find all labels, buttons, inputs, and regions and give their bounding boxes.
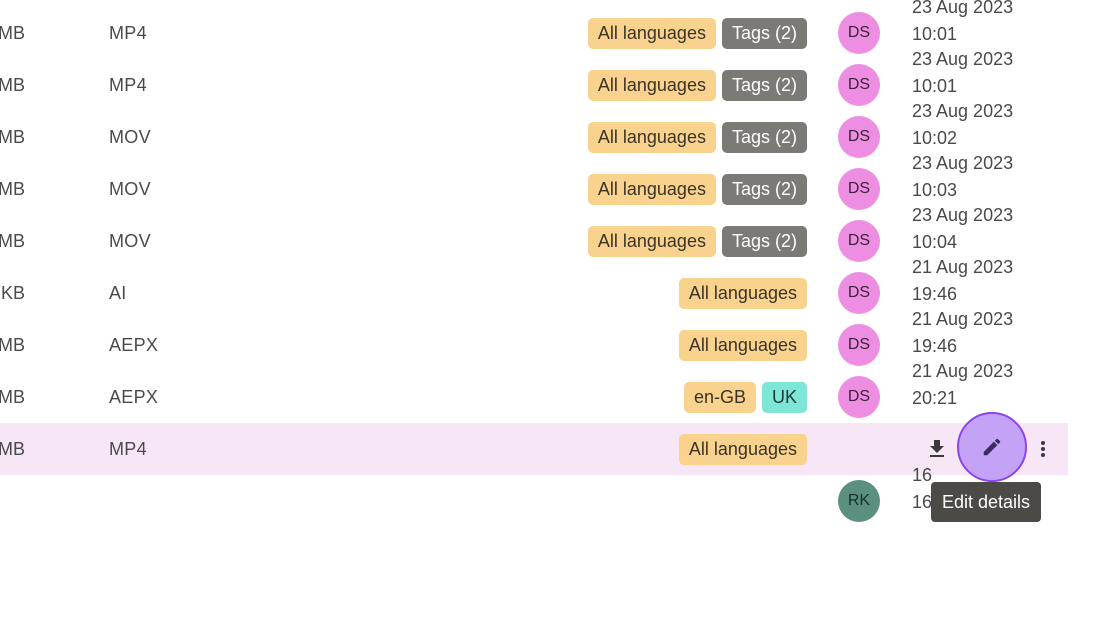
table-row[interactable]: 29.1 MB MP4 All languages Tags (2) DS 23… [0, 0, 1068, 59]
tag-group: All languages [678, 277, 807, 309]
date-line: 23 Aug 2023 [912, 0, 1014, 17]
avatar: DS [838, 272, 880, 314]
table-row-hovered[interactable]: 28.7 MB MP4 All languages [0, 412, 1068, 482]
edit-details-button[interactable] [957, 412, 1027, 482]
time-line: 10:01 [912, 24, 958, 44]
avatar: DS [838, 168, 880, 210]
table-row[interactable]: RK 16 16 [0, 465, 1068, 527]
table-row[interactable]: 203 KB AI All languages DS 21 Aug 2023 1… [0, 257, 1068, 319]
date-line: 23 Aug 2023 [912, 101, 1014, 121]
avatar: RK [838, 480, 880, 522]
time-line: 10:03 [912, 180, 958, 200]
tag-group: All languages Tags (2) [587, 17, 807, 49]
table-row[interactable]: 11.5 MB AEPX All languages DS 21 Aug 202… [0, 309, 1068, 371]
date-modified: 23 Aug 2023 10:01 [912, 46, 1013, 100]
file-size: 47.2 MB [0, 127, 25, 147]
region-tag[interactable]: UK [761, 381, 807, 413]
file-type: MP4 [109, 439, 147, 459]
language-tag[interactable]: All languages [587, 17, 716, 49]
date-modified: 23 Aug 2023 10:03 [912, 150, 1013, 204]
language-tag[interactable]: en-GB [683, 381, 756, 413]
time-line: 19:46 [912, 336, 958, 356]
language-tag[interactable]: All languages [587, 225, 716, 257]
date-modified: 16 16 [912, 462, 932, 516]
date-modified: 21 Aug 2023 19:46 [912, 306, 1013, 360]
file-type: MOV [109, 127, 151, 147]
table-row[interactable]: 47.2 MB MOV All languages Tags (2) DS 23… [0, 153, 1068, 215]
date-modified: 23 Aug 2023 10:04 [912, 202, 1013, 256]
tags-count-tag[interactable]: Tags (2) [721, 121, 807, 153]
tooltip: Edit details [931, 482, 1042, 522]
table-row[interactable]: 28.9 MB MP4 All languages Tags (2) DS 23… [0, 49, 1068, 111]
file-type: MOV [109, 179, 151, 199]
file-size: 203 KB [0, 283, 25, 303]
tag-group: All languages Tags (2) [587, 173, 807, 205]
table-row[interactable]: 42.0 MB MOV All languages Tags (2) DS 23… [0, 205, 1068, 267]
file-size: 47.2 MB [0, 179, 25, 199]
tags-count-tag[interactable]: Tags (2) [721, 69, 807, 101]
date-line: 16 [912, 465, 933, 485]
tag-group: All languages [678, 433, 807, 465]
tags-count-tag[interactable]: Tags (2) [721, 17, 807, 49]
avatar: DS [838, 376, 880, 418]
avatar: DS [838, 116, 880, 158]
tags-count-tag[interactable]: Tags (2) [721, 173, 807, 205]
tag-group: All languages Tags (2) [587, 225, 807, 257]
time-line: 10:01 [912, 76, 958, 96]
tag-group: en-GB UK [683, 381, 807, 413]
avatar: DS [838, 324, 880, 366]
date-modified: 23 Aug 2023 10:01 [912, 0, 1013, 48]
file-type: AEPX [109, 387, 159, 407]
avatar: DS [838, 220, 880, 262]
file-type: MOV [109, 231, 151, 251]
language-tag[interactable]: All languages [678, 277, 807, 309]
pencil-icon [983, 438, 1001, 456]
file-size: 11.5 MB [0, 335, 25, 355]
avatar: DS [838, 64, 880, 106]
date-modified: 21 Aug 2023 19:46 [912, 254, 1013, 308]
date-line: 21 Aug 2023 [912, 361, 1014, 381]
time-line: 19:46 [912, 284, 958, 304]
language-tag[interactable]: All languages [587, 69, 716, 101]
tag-group: All languages Tags (2) [587, 69, 807, 101]
date-line: 23 Aug 2023 [912, 205, 1014, 225]
language-tag[interactable]: All languages [587, 121, 716, 153]
file-type: MP4 [109, 75, 147, 95]
file-size: 29.1 MB [0, 23, 25, 43]
tags-count-tag[interactable]: Tags (2) [721, 225, 807, 257]
time-line: 10:02 [912, 128, 958, 148]
date-line: 21 Aug 2023 [912, 309, 1014, 329]
date-modified: 23 Aug 2023 10:02 [912, 98, 1013, 152]
language-tag[interactable]: All languages [678, 329, 807, 361]
file-size: 28.9 MB [0, 75, 25, 95]
tag-group: All languages Tags (2) [587, 121, 807, 153]
file-type: AI [109, 283, 127, 303]
file-type: AEPX [109, 335, 159, 355]
more-vertical-icon[interactable] [1031, 437, 1055, 461]
time-line: 10:04 [912, 232, 958, 252]
date-line: 23 Aug 2023 [912, 49, 1014, 69]
avatar: DS [838, 12, 880, 54]
language-tag[interactable]: All languages [678, 433, 807, 465]
file-size: 28.7 MB [0, 439, 25, 459]
file-size: 11.5 MB [0, 387, 25, 407]
date-line: 21 Aug 2023 [912, 257, 1014, 277]
tag-group: All languages [678, 329, 807, 361]
time-line: 20:21 [912, 388, 958, 408]
table-row[interactable]: 11.5 MB AEPX en-GB UK DS 21 Aug 2023 20:… [0, 361, 1068, 423]
file-size: 42.0 MB [0, 231, 25, 251]
time-line: 16 [912, 492, 933, 512]
download-icon[interactable] [925, 437, 949, 461]
date-line: 23 Aug 2023 [912, 153, 1014, 173]
table-row[interactable]: 47.2 MB MOV All languages Tags (2) DS 23… [0, 101, 1068, 163]
language-tag[interactable]: All languages [587, 173, 716, 205]
file-type: MP4 [109, 23, 147, 43]
date-modified: 21 Aug 2023 20:21 [912, 358, 1013, 412]
